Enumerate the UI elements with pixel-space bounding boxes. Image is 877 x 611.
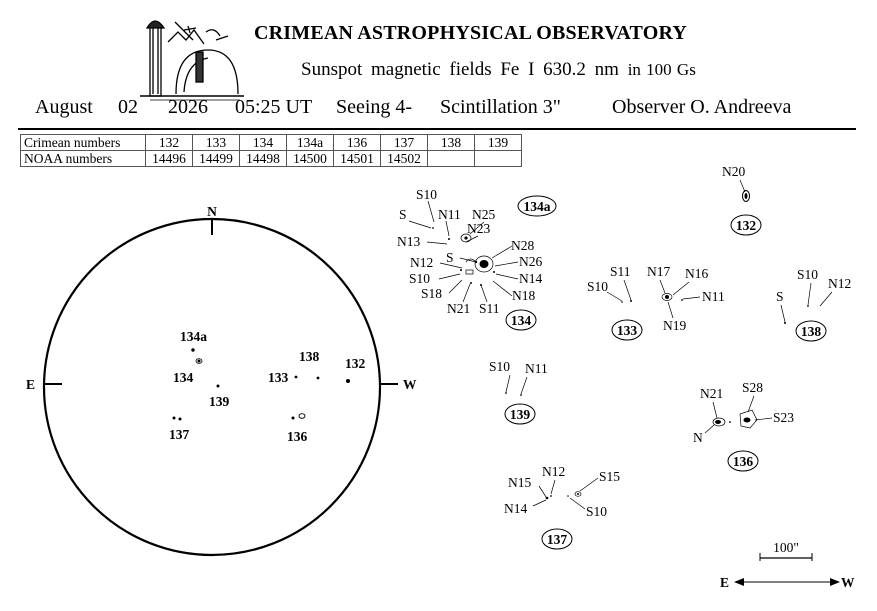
field-label: N12 [828,276,851,291]
field-label: S10 [416,187,437,202]
field-label: N16 [685,266,708,281]
disk-region-label: 136 [287,429,308,444]
region-136-panel: N21 S28 S23 N 136 [693,380,794,472]
page-title: CRIMEAN ASTROPHYSICAL OBSERVATORY [254,22,688,44]
table-cell: 14499 [192,150,240,167]
field-label: N28 [511,238,534,253]
region-137-panel: N15 N12 S15 N14 S10 137 [504,464,620,550]
obs-day: 02 [118,96,138,118]
field-label: S28 [742,380,763,395]
field-label: S [776,289,784,304]
region-id: 132 [736,218,757,233]
field-label: N19 [663,318,686,333]
table-cell [474,150,522,167]
field-label: N11 [438,207,461,222]
field-label: N20 [722,164,745,179]
field-label: N11 [525,361,548,376]
field-label: N23 [467,221,490,236]
solar-disk [42,217,382,557]
field-label: N14 [504,501,527,516]
region-id: 137 [547,532,568,547]
compass-east-west: E W [720,575,855,590]
table-row: Crimean numbers 132 133 134 134a 136 137… [20,134,522,151]
field-label: N18 [512,288,535,303]
region-133-panel: S11 N17 N16 S10 N11 N19 133 [587,264,725,341]
field-label: S10 [409,271,430,286]
region-139-panel: S10 N11 139 [489,359,548,425]
region-number-table: Crimean numbers 132 133 134 134a 136 137… [20,134,522,167]
region-138-panel: S10 N12 S 138 [776,267,851,342]
field-label: S [399,207,407,222]
field-label: S10 [797,267,818,282]
field-label: N11 [702,289,725,304]
table-cell: 134 [239,134,287,151]
field-label: N13 [397,234,420,249]
field-label: N15 [508,475,531,490]
region-132-panel: N20 132 [722,164,762,236]
disk-region-label: 134a [180,329,207,344]
disk-north-label: N [207,204,217,219]
table-cell: 14498 [239,150,287,167]
disk-region-label: 132 [345,356,366,371]
table-cell: 14501 [333,150,381,167]
observatory-logo [140,20,244,101]
region-id: 136 [733,454,754,469]
obs-year: 2026 [168,96,208,118]
subtitle-units: in 100 Gs [627,60,696,79]
subtitle: Sunspot magnetic fields Fe I 630.2 nm in… [301,59,696,81]
field-label: N17 [647,264,670,279]
disk-spots [172,348,350,421]
region-id: 139 [510,407,531,422]
field-label: N12 [542,464,565,479]
field-label: S10 [586,504,607,519]
field-label: S10 [489,359,510,374]
obs-scintillation: Scintillation 3" [440,96,561,118]
scale-label: 100" [773,540,799,555]
header-rule [18,128,856,130]
field-label: N21 [447,301,470,316]
field-label: S10 [587,279,608,294]
compass-west-label: W [841,575,855,590]
table-cell: 14500 [286,150,334,167]
table-cell: 132 [145,134,193,151]
field-label: N12 [410,255,433,270]
disk-region-label: 138 [299,349,320,364]
obs-month: August [35,96,93,118]
region-id: 134 [511,313,532,328]
disk-region-label: 137 [169,427,190,442]
field-label: S18 [421,286,442,301]
obs-observer: Observer O. Andreeva [612,96,792,118]
field-label: N26 [519,254,542,269]
observation-info: August 02 2026 05:25 UT Seeing 4- Scinti… [0,96,877,126]
field-label: S15 [599,469,620,484]
table-row-label: NOAA numbers [20,150,146,167]
solar-disk-group: N E W 134a 134 139 137 138 133 132 136 [26,204,417,557]
table-cell: 139 [474,134,522,151]
field-label: S11 [610,264,631,279]
field-label: S11 [479,301,500,316]
disk-region-label: 139 [209,394,230,409]
region-id: 134a [524,199,551,214]
disk-west-label: W [403,377,417,392]
table-row: NOAA numbers 14496 14499 14498 14500 145… [20,150,522,167]
field-label: S [446,250,454,265]
field-label: N14 [519,271,542,286]
obs-seeing: Seeing 4- [336,96,413,118]
disk-region-label: 133 [268,370,289,385]
obs-time: 05:25 UT [235,96,313,118]
region-id: 133 [617,323,638,338]
field-label: N21 [700,386,723,401]
disk-region-label: 134 [173,370,194,385]
region-id: 138 [801,324,822,339]
field-label: N [693,430,703,445]
scale-bar: 100" [759,540,813,561]
field-label: N25 [472,207,495,222]
field-label: S23 [773,410,794,425]
compass-east-label: E [720,575,729,590]
region-134-panel: 134a S10 S N11 N25 N23 N13 N28 S N26 N12… [397,187,557,331]
subtitle-main: Sunspot magnetic fields Fe I 630.2 nm [301,59,619,80]
disk-east-label: E [26,377,35,392]
